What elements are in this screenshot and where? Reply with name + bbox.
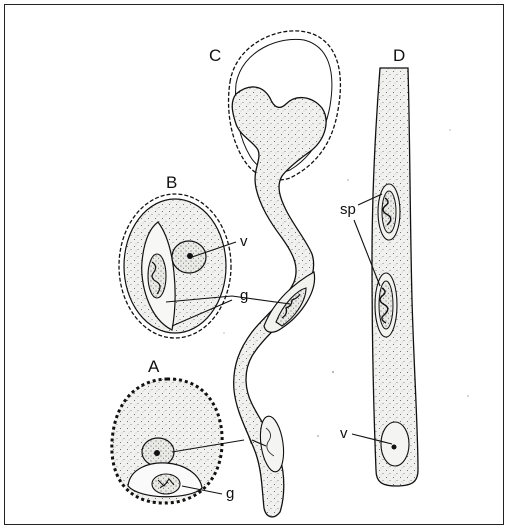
panel-a-g-label: g (226, 485, 234, 502)
panel-a-nucleolus (154, 450, 160, 456)
panel-b: B v (119, 173, 248, 338)
panel-d-v-label: v (340, 425, 348, 442)
panel-d-nucleolus (392, 445, 397, 450)
panel-c: C (209, 31, 340, 517)
panel-d-sp-label: sp (340, 201, 356, 218)
panel-d: D sp v (340, 46, 418, 486)
panel-b-label: B (166, 173, 177, 192)
panel-d-vegetative-nucleus (381, 422, 409, 466)
panel-d-label: D (393, 46, 405, 65)
panel-c-label: C (209, 46, 221, 65)
panel-b-g-label: g (240, 287, 248, 304)
panel-a-label: A (148, 357, 160, 376)
panel-b-nucleolus (187, 253, 193, 259)
panel-b-v-label: v (240, 233, 248, 250)
panel-b-generative-nucleus (148, 254, 166, 298)
